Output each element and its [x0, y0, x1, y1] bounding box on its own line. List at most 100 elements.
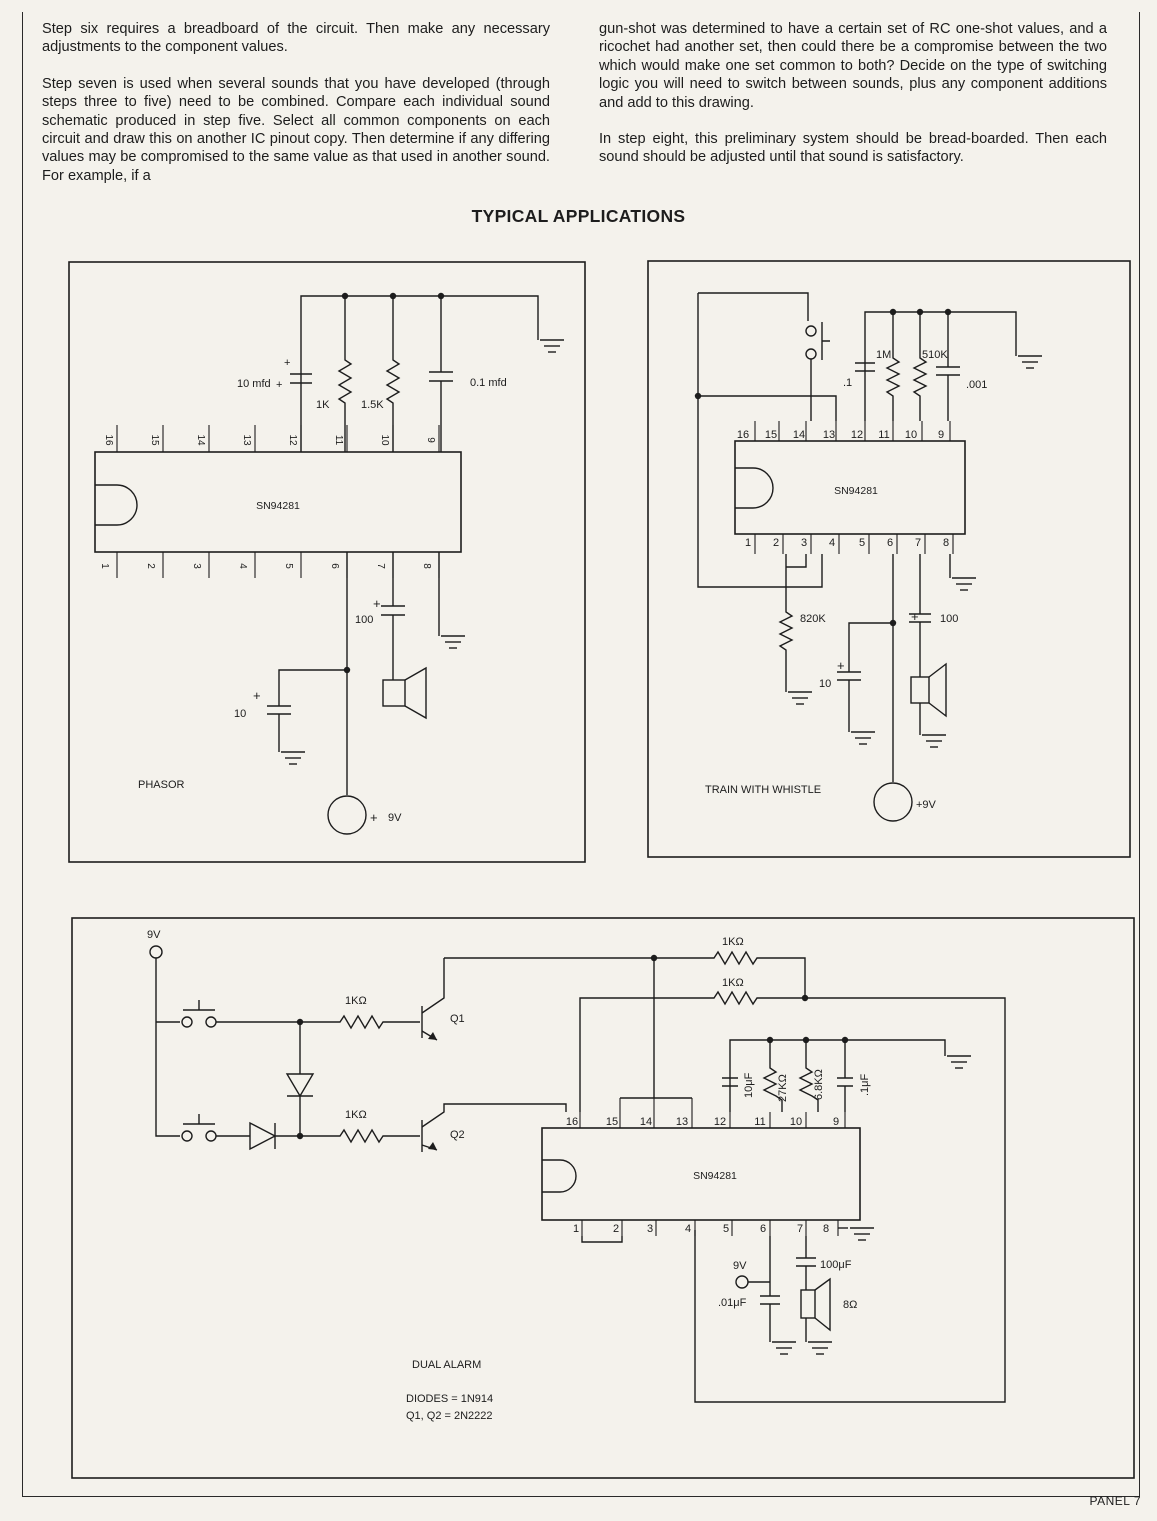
pin-label: 2	[773, 537, 779, 549]
alarm-pin-leads	[579, 1098, 846, 1236]
train-switch-wire	[698, 292, 809, 321]
phasor-title: PHASOR	[138, 779, 185, 791]
polarity-plus: +	[276, 379, 282, 391]
train-510k-label: 510K	[922, 349, 948, 361]
pin-label: 5	[723, 1223, 729, 1235]
phasor-circuit: SN94281 16 15 14 13 12 11 10 9 1 2 3 4 5	[68, 261, 586, 863]
pin-label: 9	[425, 437, 436, 443]
pin-label: 4	[237, 563, 248, 569]
train-supply-terminal	[873, 782, 913, 822]
alarm-6-8k-resistor	[798, 1040, 819, 1112]
pin-label: 2	[613, 1223, 619, 1235]
alarm-supply2-label: 9V	[733, 1260, 747, 1272]
alarm-rq1-label: 1KΩ	[345, 995, 367, 1007]
pin-label: 16	[737, 429, 749, 441]
polarity-plus: +	[284, 357, 290, 369]
pin-label: 11	[333, 435, 344, 446]
paragraph-step-seven: Step seven is used when several sounds t…	[42, 75, 550, 184]
alarm-diode-vertical	[285, 1022, 315, 1136]
alarm-1uf-cap	[837, 1040, 853, 1112]
pin-label: 7	[915, 537, 921, 549]
alarm-q2-label: Q2	[450, 1129, 465, 1141]
pin-label: 10	[379, 434, 390, 446]
pin-label: 3	[191, 563, 202, 569]
phasor-1k-resistor	[337, 296, 353, 452]
polarity-plus: +	[911, 609, 919, 624]
alarm-supply-label: 9V	[147, 929, 161, 941]
alarm-rq2-label: 1KΩ	[345, 1109, 367, 1121]
train-820k-label: 820K	[800, 613, 826, 625]
train-circuit: SN94281 16 15 14 13 12 11 10 9 1 2 3 4 5…	[647, 260, 1131, 858]
train-001-label: .001	[966, 379, 987, 391]
pin-label: 15	[765, 429, 777, 441]
pin-label: 13	[676, 1116, 688, 1128]
train-1m-label: 1M	[876, 349, 891, 361]
alarm-100uf-cap	[796, 1236, 816, 1290]
alarm-6-8k-label: 6.8KΩ	[813, 1069, 825, 1100]
phasor-1k-label: 1K	[316, 399, 330, 411]
train-pin-leads	[754, 421, 954, 554]
alarm-switch-2-button	[183, 1114, 215, 1125]
phasor-100-cap	[381, 552, 405, 680]
train-left-loop	[697, 293, 823, 588]
train-100-label: 100	[940, 613, 958, 625]
pin-label: 1	[573, 1223, 579, 1235]
alarm-diode-horizontal	[216, 1121, 420, 1151]
pin-label: 5	[859, 537, 865, 549]
alarm-switch-1-button	[183, 1000, 215, 1011]
train-10-cap	[837, 622, 893, 732]
alarm-q1-resistor	[216, 1014, 420, 1030]
polarity-plus: +	[253, 688, 261, 703]
train-supply-label: +9V	[916, 799, 937, 811]
alarm-100uf-label: 100μF	[820, 1259, 852, 1271]
phasor-supply-label: 9V	[388, 812, 402, 824]
alarm-speaker-icon	[800, 1277, 831, 1332]
pin-label: 14	[793, 429, 805, 441]
train-pin-numbers: 16 15 14 13 12 11 10 9 1 2 3 4 5 6 7 8	[737, 429, 949, 549]
alarm-01uf-label: .01μF	[718, 1297, 747, 1309]
train-switch-contact	[805, 348, 817, 360]
pin-label: 9	[833, 1116, 839, 1128]
alarm-supply-wire	[155, 958, 180, 1137]
pin-label: 7	[375, 563, 386, 569]
train-1m-resistor	[885, 312, 901, 421]
phasor-ic-label: SN94281	[256, 500, 300, 512]
paragraph-step-six: Step six requires a breadboard of the ci…	[42, 21, 550, 56]
alarm-01uf-cap	[760, 1236, 780, 1342]
alarm-pin-numbers: 16 15 14 13 12 11 10 9 1 2 3 4 5 6 7 8	[566, 1116, 839, 1235]
alarm-10uf-cap	[722, 1077, 738, 1087]
page-frame	[22, 12, 1140, 1497]
pin-label: 1	[745, 537, 751, 549]
phasor-100-label: 100	[355, 614, 373, 626]
alarm-top-resistor-1	[444, 950, 806, 998]
pin-label: 8	[943, 537, 949, 549]
panel-number: PANEL 7	[1089, 1494, 1141, 1508]
train-speaker-icon	[910, 662, 947, 718]
pin-label: 8	[421, 563, 432, 569]
alarm-1uf-label: .1μF	[859, 1073, 871, 1096]
alarm-speaker-label: 8Ω	[843, 1299, 857, 1311]
pin-label: 15	[149, 434, 160, 446]
alarm-switch-contact	[181, 1130, 193, 1142]
phasor-speaker-icon	[382, 666, 427, 720]
pin-label: 9	[938, 429, 944, 441]
alarm-ic-body	[541, 1127, 861, 1221]
pin-label: 12	[714, 1116, 726, 1128]
pin-label: 4	[685, 1223, 691, 1235]
phasor-frame	[68, 261, 586, 863]
pin-label: 6	[760, 1223, 766, 1235]
train-switch-contact	[805, 325, 817, 337]
phasor-ic-body	[94, 451, 462, 553]
alarm-rtop1-label: 1KΩ	[722, 936, 744, 948]
pin-label: 6	[329, 563, 340, 569]
pin-label: 14	[640, 1116, 652, 1128]
alarm-q1-transistor	[421, 958, 445, 1041]
pin-label: 16	[103, 434, 114, 446]
train-ic-label: SN94281	[834, 485, 878, 497]
phasor-ground-symbol	[539, 339, 565, 353]
alarm-ic-label: SN94281	[693, 1170, 737, 1182]
alarm-q1-label: Q1	[450, 1013, 465, 1025]
train-820k-resistor	[778, 554, 807, 692]
phasor-01mfd-cap	[429, 296, 453, 452]
